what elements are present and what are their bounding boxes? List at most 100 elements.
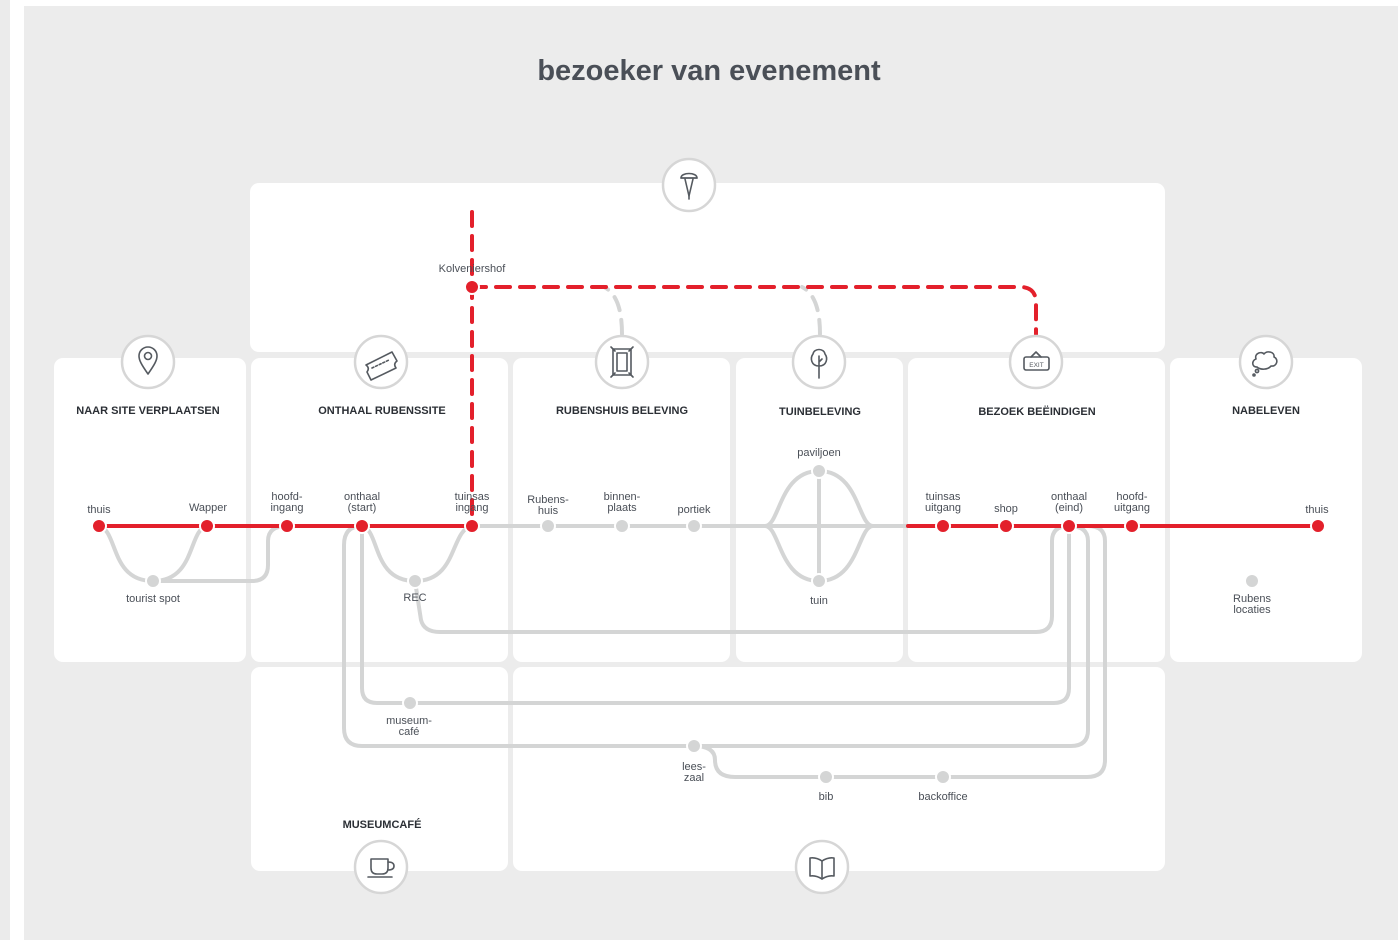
panel-evenement [250, 183, 1165, 352]
section-title-beeindigen: BEZOEK BEËINDIGEN [978, 405, 1095, 418]
ticket-icon [365, 351, 398, 381]
label-leeszaal-1: lees- [682, 761, 706, 773]
exit-sign-icon: EXIT [1023, 351, 1050, 371]
stop-shop [998, 518, 1014, 534]
label-portiek: portiek [677, 504, 711, 516]
label-tuinsas-ingang-1: tuinsas [455, 491, 490, 503]
stop-thuis-start [91, 518, 107, 534]
panels [54, 183, 1362, 871]
label-thuis-end: thuis [1305, 504, 1329, 516]
section-title-tuin: TUINBELEVING [779, 406, 861, 418]
track-bib [692, 524, 1107, 779]
route-evenement-dashed [470, 210, 1038, 528]
section-title-nabeleven: NABELEVEN [1232, 405, 1300, 417]
label-hoofdingang-1: hoofd- [271, 491, 303, 503]
stop-tuin [811, 573, 827, 589]
icon-circle-naar-site [120, 334, 176, 390]
icon-circle-museumcafe [353, 839, 409, 895]
label-thuis-start: thuis [87, 504, 111, 516]
panel-museumcafe [251, 667, 508, 871]
section-title-rubenshuis: RUBENSHUIS BELEVING [556, 405, 688, 417]
microphone-icon [680, 172, 698, 200]
page-title: bezoeker van evenement [537, 55, 881, 87]
label-bib: bib [819, 791, 834, 803]
label-onthaal-start-2: (start) [348, 502, 377, 514]
stop-rubenshuis [540, 518, 556, 534]
label-rec: REC [403, 592, 426, 604]
icon-circle-rubenshuis [594, 334, 650, 390]
stop-hoofdingang [279, 518, 295, 534]
label-kolveniershof: Kolveniershof [439, 263, 507, 275]
label-tuinsas-ingang-2: ingang [455, 502, 488, 514]
icon-circle-beeindigen [1008, 334, 1064, 390]
label-onthaal-eind-2: (eind) [1055, 502, 1083, 514]
panel-onthaal [251, 358, 508, 662]
stop-rec [407, 573, 423, 589]
label-onthaal-eind-1: onthaal [1051, 491, 1087, 503]
stop-rubens-locaties [1244, 573, 1260, 589]
grey-dots [145, 463, 1260, 785]
stop-onthaal-start [354, 518, 370, 534]
stop-tourist-spot [145, 573, 161, 589]
stop-tuinsas-ingang [464, 518, 480, 534]
stop-paviljoen [811, 463, 827, 479]
stop-backoffice [935, 769, 951, 785]
track-tuin-spur [800, 285, 822, 336]
track-tuin-oval [764, 468, 874, 584]
label-tuinsas-uitgang-1: tuinsas [926, 491, 961, 503]
label-binnenplaats-2: plaats [607, 502, 637, 514]
stop-hoofduitgang [1124, 518, 1140, 534]
label-rubenshuis-1: Rubens- [527, 494, 569, 506]
stop-portiek [686, 518, 702, 534]
label-rubens-locaties-1: Rubens [1233, 593, 1271, 605]
icon-circle-nabeleven [1238, 334, 1294, 390]
icon-circle-onthaal [353, 334, 409, 390]
label-binnenplaats-1: binnen- [604, 491, 641, 503]
label-wapper: Wapper [189, 502, 227, 514]
track-rec-to-onthaal-eind [413, 524, 1071, 634]
panel-bib [513, 667, 1165, 871]
stop-binnenplaats [614, 518, 630, 534]
label-paviljoen: paviljoen [797, 447, 840, 459]
label-rubens-locaties-2: locaties [1233, 604, 1271, 616]
stop-leeszaal [686, 738, 702, 754]
panel-naar-site [54, 358, 246, 662]
red-dots [91, 279, 1326, 534]
label-hoofdingang-2: ingang [270, 502, 303, 514]
section-title-onthaal: ONTHAAL RUBENSSITE [318, 405, 446, 417]
label-rubenshuis-2: huis [538, 505, 559, 517]
section-title-museumcafe: MUSEUMCAFÉ [343, 818, 422, 831]
track-museumcafe [360, 524, 1071, 705]
label-onthaal-start-1: onthaal [344, 491, 380, 503]
stop-kolveniershof [464, 279, 480, 295]
label-backoffice: backoffice [918, 791, 967, 803]
label-hoofduitgang-1: hoofd- [1116, 491, 1148, 503]
stop-museumcafe [402, 695, 418, 711]
stop-wapper [199, 518, 215, 534]
track-leeszaal [342, 524, 1090, 748]
panel-rubenshuis [513, 358, 730, 662]
tree-icon [810, 348, 828, 379]
stop-onthaal-eind [1061, 518, 1077, 534]
stop-tuinsas-uitgang [935, 518, 951, 534]
label-tuinsas-uitgang-2: uitgang [925, 502, 961, 514]
coffee-cup-icon [367, 858, 395, 878]
stop-bib [818, 769, 834, 785]
book-icon [809, 857, 835, 880]
panel-nabeleven [1170, 358, 1362, 662]
label-hoofduitgang-2: uitgang [1114, 502, 1150, 514]
label-leeszaal-2: zaal [684, 772, 704, 784]
label-tuin: tuin [810, 595, 828, 607]
label-shop: shop [994, 503, 1018, 515]
label-museumcafe-2: café [399, 726, 420, 738]
painting-frame-icon [610, 346, 634, 378]
stop-thuis-end [1310, 518, 1326, 534]
section-title-naar-site: NAAR SITE VERPLAATSEN [76, 405, 219, 417]
label-tourist-spot: tourist spot [126, 593, 180, 605]
map-pin-icon [138, 346, 158, 375]
label-museumcafe-1: museum- [386, 715, 432, 727]
exit-sign-text: EXIT [1029, 362, 1043, 369]
icon-circle-evenement [661, 157, 717, 213]
